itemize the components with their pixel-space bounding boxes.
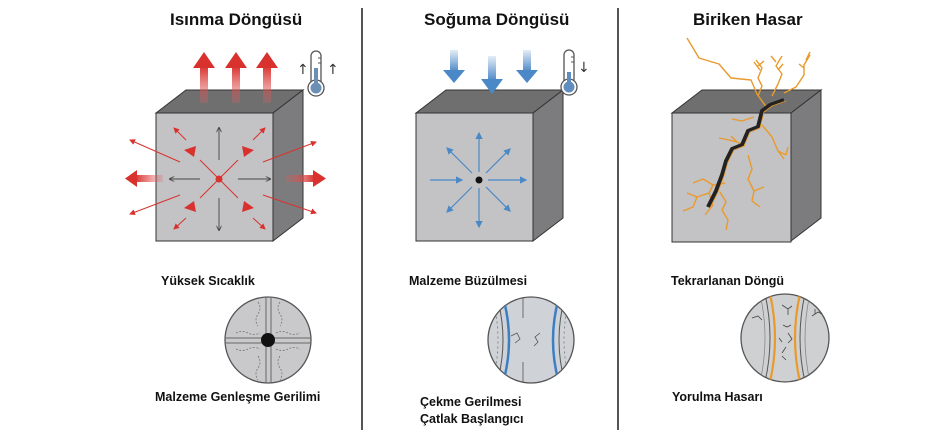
heat-arrow-up-icon: [256, 52, 278, 103]
damaged-cube: [670, 88, 823, 243]
heat-arrow-up-icon: [193, 52, 215, 103]
accumulated-damage-title: Biriken Hasar: [693, 10, 803, 29]
cool-center-point: [475, 176, 483, 184]
contraction-label: Malzeme Büzülmesi: [409, 274, 528, 288]
cold-arrow-down-icon: [516, 50, 538, 83]
expansion-stress-label: Malzeme Genleşme Gerilimi: [155, 390, 321, 404]
panel-divider-2: [617, 8, 619, 430]
heat-arrow-up-icon: [225, 52, 247, 103]
expansion-arrow-left-icon: [125, 170, 163, 187]
expansion-detail-circle: [224, 296, 312, 384]
internal-arrows: [170, 128, 270, 230]
main-crack: [706, 98, 787, 209]
stress-wedges: [184, 146, 254, 212]
heat-rising-arrows: [193, 52, 278, 103]
contraction-detail-circle: [487, 296, 575, 384]
cooling-cube: [414, 88, 565, 243]
svg-text:↓: ↓: [578, 60, 590, 76]
svg-text:↑: ↑: [297, 62, 309, 78]
svg-text:↑: ↑: [327, 62, 339, 78]
tensile-stress-label: Çekme Gerilmesi: [420, 395, 522, 409]
cold-arrow-down-icon: [443, 50, 465, 83]
high-temperature-label: Yüksek Sıcaklık: [161, 274, 255, 288]
thermometer-rising-icon: ↑ ↑: [297, 50, 339, 97]
fatigue-damage-label: Yorulma Hasarı: [672, 390, 763, 404]
cold-arrow-down-icon: [481, 56, 503, 94]
fatigue-detail-circle: [740, 293, 830, 383]
cooling-cycle-title: Soğuma Döngüsü: [424, 10, 570, 29]
heating-cube: [154, 88, 305, 243]
heating-cycle-title: Isınma Döngüsü: [170, 10, 303, 29]
thermometer-falling-icon: ↓: [560, 49, 590, 96]
crack-initiation-label: Çatlak Başlangıcı: [420, 412, 524, 426]
cooling-arrows: [443, 50, 538, 94]
repeated-cycle-label: Tekrarlanan Döngü: [671, 274, 784, 288]
heat-center-point: [215, 175, 223, 183]
expansion-arrow-right-icon: [285, 170, 326, 187]
panel-divider-1: [361, 8, 363, 430]
contraction-arrows: [430, 131, 528, 229]
